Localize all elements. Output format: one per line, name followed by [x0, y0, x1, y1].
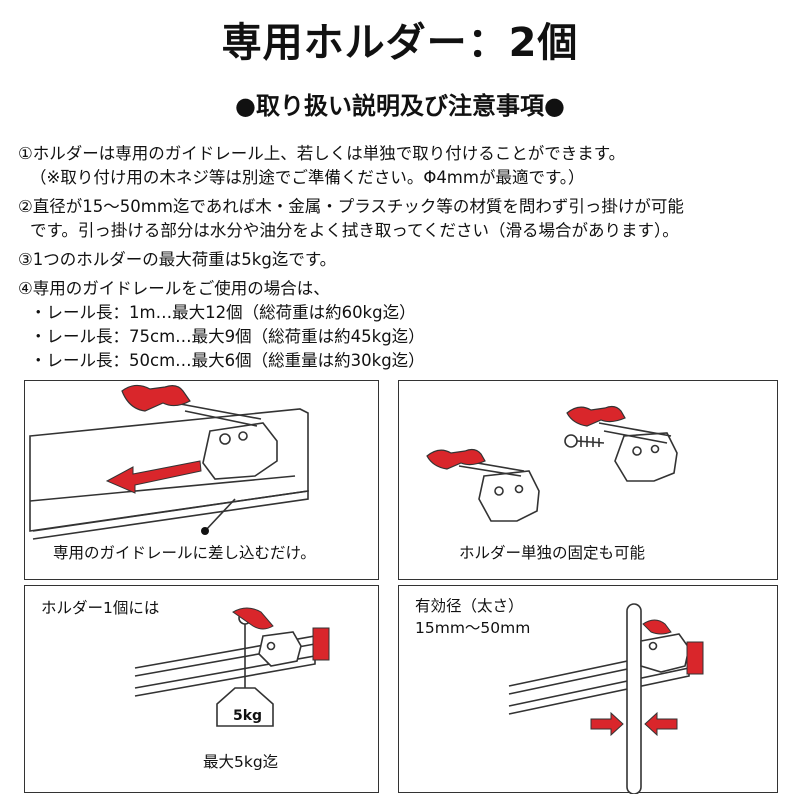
- weight-label: 5kg: [233, 708, 263, 724]
- standalone-panel: ホルダー単独の固定も可能: [398, 380, 778, 580]
- standalone-caption: ホルダー単独の固定も可能: [459, 544, 646, 562]
- instruction-line: ・レール長：1m…最大12個（総荷重は約60kg迄）: [30, 303, 416, 322]
- instruction-item-2: ②直径が15～50mm迄であれば木・金属・プラスチック等の材質を問わず引っ掛けが…: [18, 195, 788, 243]
- instruction-line: ・レール長：50cm…最大6個（総重量は約30kg迄）: [30, 351, 425, 370]
- instruction-line: ②直径が15～50mm迄であれば木・金属・プラスチック等の材質を問わず引っ掛けが…: [18, 197, 684, 216]
- instruction-line: ・レール長：75cm…最大9個（総荷重は約45kg迄）: [30, 327, 425, 346]
- rail-insert-illustration: [29, 384, 309, 540]
- diameter-caption-line1: 有効径（太さ）: [415, 597, 524, 615]
- diameter-caption-line2: 15mm～50mm: [415, 619, 531, 637]
- diameter-panel: 有効径（太さ） 15mm～50mm: [398, 585, 778, 794]
- instruction-item-3: ③1つのホルダーの最大荷重は5kg迄です。: [18, 248, 788, 272]
- instruction-line: ③1つのホルダーの最大荷重は5kg迄です。: [18, 250, 337, 269]
- instruction-item-1: ①ホルダーは専用のガイドレール上、若しくは単独で取り付けることができます。 （※…: [18, 142, 788, 190]
- instruction-line: です。引っ掛ける部分は水分や油分をよく拭き取ってください（滑る場合があります）。: [30, 221, 679, 240]
- rail-insert-panel: 専用のガイドレールに差し込むだけ。: [24, 380, 379, 580]
- instruction-item-4: ④専用のガイドレールをご使用の場合は、 ・レール長：1m…最大12個（総荷重は約…: [18, 277, 788, 373]
- instruction-line: ④専用のガイドレールをご使用の場合は、: [18, 279, 330, 298]
- max-load-caption-top: ホルダー1個には: [41, 599, 160, 617]
- instructions-list: ①ホルダーは専用のガイドレール上、若しくは単独で取り付けることができます。 （※…: [18, 142, 788, 378]
- page-subtitle: ●取り扱い説明及び注意事項●: [235, 92, 565, 120]
- max-load-panel: ホルダー1個には 5kg 最大5kg迄: [24, 585, 379, 793]
- max-load-illustration: [134, 607, 330, 727]
- page-title: 専用ホルダー：2個: [221, 20, 579, 66]
- rail-insert-caption: 専用のガイドレールに差し込むだけ。: [53, 544, 316, 562]
- diameter-illustration: [508, 603, 704, 794]
- instruction-line: ①ホルダーは専用のガイドレール上、若しくは単独で取り付けることができます。: [18, 144, 626, 163]
- max-load-caption-bottom: 最大5kg迄: [203, 753, 279, 771]
- standalone-illustration: [426, 405, 678, 522]
- instruction-line: （※取り付け用の木ネジ等は別途でご準備ください。Φ4mmが最適です。）: [30, 168, 585, 187]
